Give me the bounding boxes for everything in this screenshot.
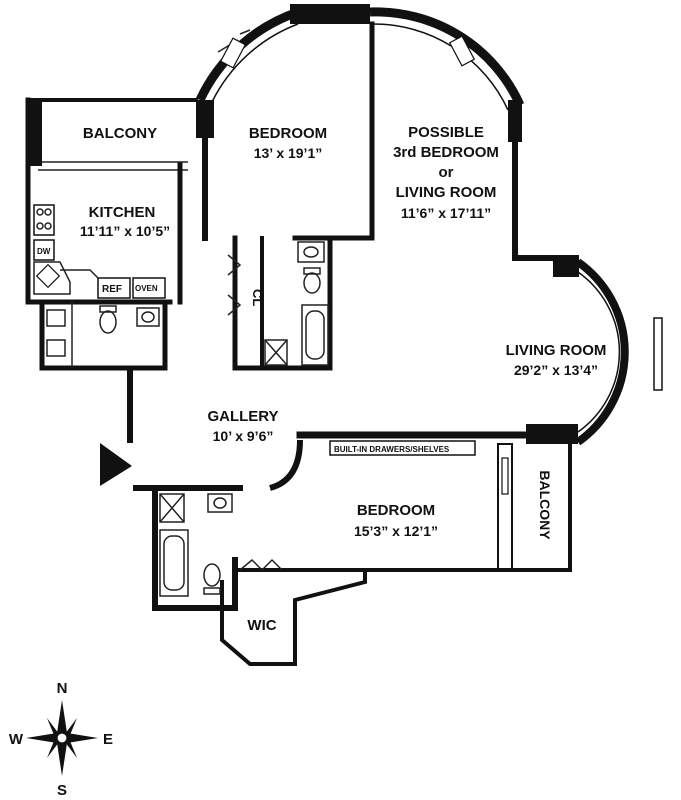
bedroom2-name: BEDROOM (357, 502, 435, 519)
gallery-name: GALLERY (207, 408, 278, 425)
dishwasher-box (33, 239, 55, 261)
gallery-size: 10’ x 9’6” (213, 428, 274, 444)
closet: CL (227, 254, 265, 316)
compass-s: S (57, 782, 67, 799)
compass-w: W (9, 731, 24, 748)
refrigerator-label: REF (102, 284, 122, 295)
compass-e: E (103, 731, 113, 748)
kitchen-name: KITCHEN (89, 204, 156, 221)
toilet-icon (303, 272, 321, 294)
shower-icon (159, 493, 185, 523)
dishwasher-label: DW (37, 247, 51, 256)
oven-label: OVEN (135, 284, 158, 293)
washer-icon (46, 309, 66, 327)
possible-line1: POSSIBLE (408, 124, 484, 141)
windows (217, 29, 476, 69)
closet-label: CL (250, 289, 265, 306)
builtin-drawers (329, 440, 476, 456)
bath1-fixtures (264, 241, 329, 366)
wic-label: WIC (247, 617, 276, 634)
possible-line2: 3rd BEDROOM (393, 144, 499, 161)
toilet-icon (203, 563, 221, 587)
vanity-sink-icon (136, 307, 160, 327)
possible-line4: LIVING ROOM (396, 184, 497, 201)
kitchen-fixtures: DW REF OVEN (33, 204, 166, 299)
toilet-icon (99, 310, 117, 334)
possible-size: 11’6” x 17’11” (401, 205, 491, 221)
vanity-sink-icon (297, 241, 325, 263)
powder-room-fixtures (46, 305, 160, 357)
refrigerator-box (97, 277, 131, 299)
vanity-sink-icon (207, 493, 233, 513)
living-room-size: 29’2” x 13’4” (514, 362, 598, 378)
bathtub-icon (159, 529, 189, 597)
bath2-fixtures (159, 493, 283, 597)
exterior-walls (25, 4, 663, 666)
balcony-top-label: BALCONY (83, 125, 157, 142)
stove-icon (33, 204, 55, 236)
living-room-name: LIVING ROOM (506, 342, 607, 359)
sink-icon (35, 263, 61, 289)
oven-box (132, 277, 166, 299)
bathtub-icon (301, 304, 329, 366)
bedroom2-size: 15’3” x 12’1” (354, 523, 438, 539)
bedroom1-size: 13’ x 19’1” (254, 145, 323, 161)
entry-arrow (100, 443, 132, 486)
builtin-drawers-label: BUILT-IN DRAWERS/SHELVES (334, 445, 450, 454)
dryer-icon (46, 339, 66, 357)
compass-n: N (57, 680, 68, 697)
bedroom1-name: BEDROOM (249, 125, 327, 142)
kitchen-size: 11’11” x 10’5” (80, 223, 170, 239)
possible-line3: or (439, 164, 454, 181)
balcony-right-label: BALCONY (537, 470, 553, 540)
shower-icon (264, 339, 288, 366)
compass-rose: N S W E (9, 680, 113, 799)
